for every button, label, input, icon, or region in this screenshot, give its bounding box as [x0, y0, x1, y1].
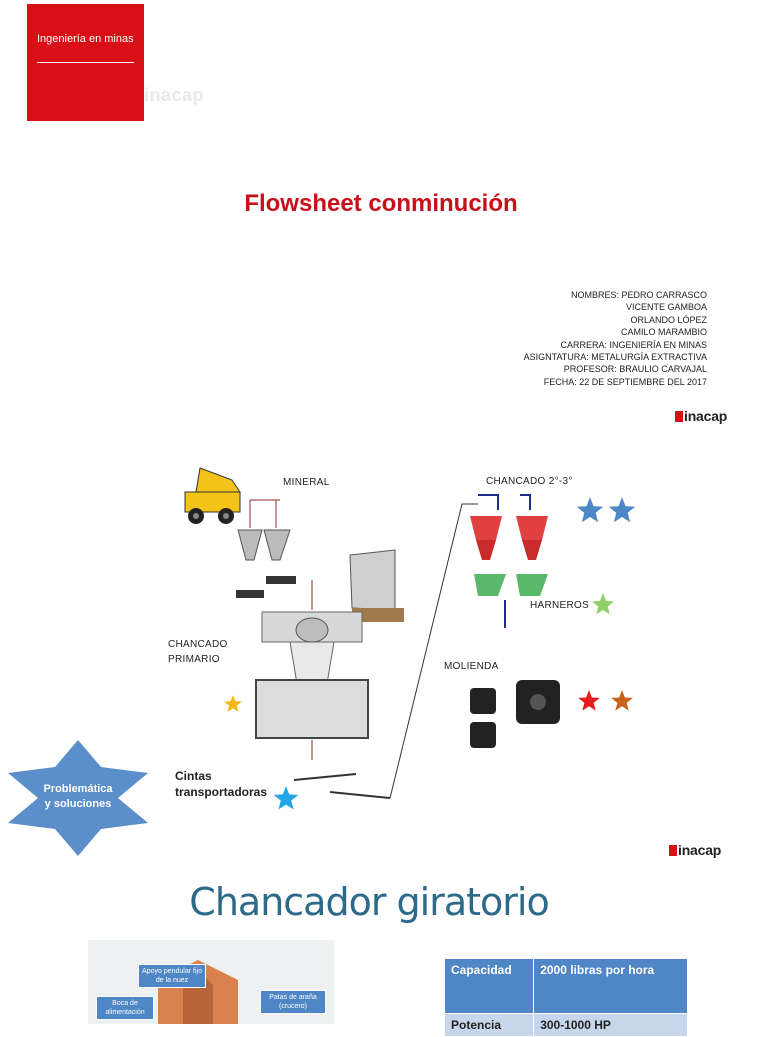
meta-line: PROFESOR: BRAULIO CARVAJAL: [563, 364, 707, 375]
cover-red-box: Ingeniería en minas: [27, 4, 144, 121]
section-heading: Chancador giratorio: [189, 880, 549, 924]
star-icon-orange: [611, 690, 633, 711]
author-metadata: NOMBRES: PEDRO CARRASCO VICENTE GAMBOA O…: [524, 289, 707, 388]
star-icon-gold: [224, 695, 242, 712]
meta-line: ORLANDO LÓPEZ: [630, 314, 707, 325]
spec-label: Capacidad: [443, 958, 535, 1014]
star-icon-green: [592, 593, 614, 615]
inacap-logo: inacap: [669, 842, 721, 858]
grizzly-chute: [349, 549, 404, 622]
star-label-line2: y soluciones: [44, 798, 112, 810]
screens-icon: [474, 574, 548, 628]
specs-table: Capacidad 2000 libras por hora Potencia …: [443, 958, 688, 1037]
star-icon-red: [578, 690, 600, 711]
haul-truck-icon: [184, 467, 241, 524]
label-chancado-primario-2: PRIMARIO: [168, 654, 220, 665]
table-row: Capacidad 2000 libras por hora: [443, 958, 688, 1014]
grinding-mills-icon: [470, 680, 560, 748]
meta-line: NOMBRES: PEDRO CARRASCO: [570, 290, 707, 300]
star-icon-blue-2: [608, 497, 636, 523]
callout-boca: Boca de alimentación: [96, 996, 154, 1020]
spec-value: 2000 libras por hora: [533, 958, 688, 1014]
star-icon-cyan: [273, 786, 299, 810]
label-harneros: HARNEROS: [530, 600, 590, 611]
cover-divider: [37, 62, 134, 63]
meta-line: CARRERA: INGENIERÍA EN MINAS: [560, 339, 707, 350]
meta-line: CAMILO MARAMBIO: [620, 327, 707, 338]
spec-value: 300-1000 HP: [533, 1013, 688, 1037]
inacap-logo-mark: [675, 410, 683, 422]
flowsheet-diagram: [184, 467, 636, 810]
conveyor-belt-icon: [293, 503, 478, 799]
crusher-diagram-image: Apoyo pendular fijo de la nuez Boca de a…: [88, 940, 334, 1024]
inacap-logo-mark: [669, 844, 677, 856]
label-chancado-secundario: CHANCADO 2°-3°: [486, 476, 573, 487]
problematica-star-button[interactable]: [8, 740, 148, 856]
star-icon-blue-1: [576, 497, 604, 523]
primary-crusher-icon: [255, 611, 369, 760]
page-title: Flowsheet conminución: [244, 190, 518, 217]
label-mineral: MINERAL: [283, 477, 330, 488]
feed-hoppers: [236, 499, 313, 610]
star-label-line1: Problemática: [43, 783, 113, 795]
label-cintas-transportadoras: Cintas transportadoras: [175, 768, 267, 800]
callout-apoyo: Apoyo pendular fijo de la nuez: [138, 964, 206, 988]
label-cintas-line2: transportadoras: [175, 785, 268, 799]
career-label: Ingeniería en minas: [37, 33, 134, 45]
inacap-logo: inacap: [675, 408, 727, 424]
table-row: Potencia 300-1000 HP: [443, 1013, 688, 1037]
secondary-crushers-icon: [470, 494, 548, 560]
label-cintas-line1: Cintas: [175, 769, 212, 783]
callout-patas: Patas de araña (crucero): [260, 990, 326, 1014]
spec-label: Potencia: [443, 1013, 535, 1037]
label-molienda: MOLIENDA: [444, 661, 499, 672]
meta-line: ASIGNTATURA: METALURGÍA EXTRACTIVA: [523, 352, 707, 363]
problematica-star-label: Problemática y soluciones: [8, 782, 148, 812]
label-chancado-primario-1: CHANCADO: [168, 639, 228, 650]
meta-line: VICENTE GAMBOA: [625, 302, 707, 313]
inacap-ghost-logo: inacap: [144, 85, 205, 105]
inacap-logo-text: inacap: [684, 408, 728, 424]
inacap-logo-text: inacap: [678, 842, 722, 858]
meta-line: FECHA: 22 DE SEPTIEMBRE DEL 2017: [543, 376, 707, 387]
